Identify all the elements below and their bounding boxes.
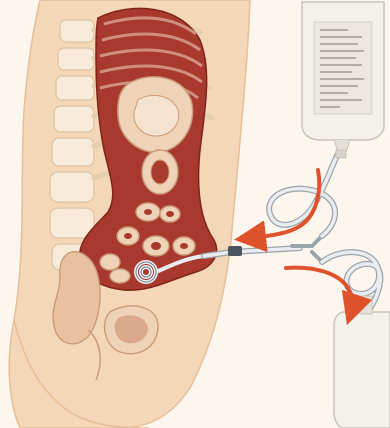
- pelvis: [53, 252, 100, 344]
- outflow-arrow-icon: [286, 268, 353, 310]
- iv-bag-icon: [302, 2, 384, 158]
- drain-bag-icon: [334, 296, 390, 428]
- catheter-connector: [228, 246, 242, 256]
